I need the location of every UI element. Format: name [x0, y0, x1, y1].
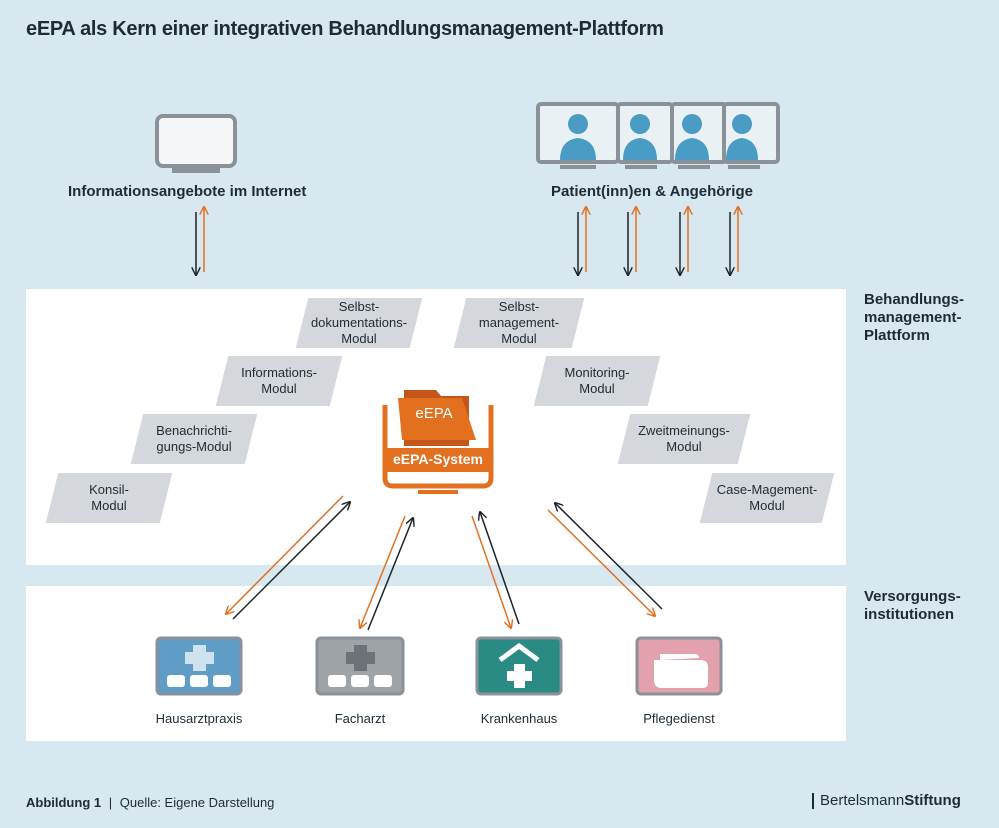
hospital-cross-icon: [315, 636, 405, 696]
figure-number: Abbildung 1: [26, 795, 102, 810]
arrow-icon: [471, 515, 511, 628]
eepa-system-label: eEPA-System: [392, 451, 483, 467]
institutions-side-label: Versorgungs- institutionen: [864, 588, 961, 623]
institution-krankenhaus-label: Krankenhaus: [480, 711, 558, 726]
module-monitoring: Monitoring-Modul: [533, 356, 661, 406]
module-selbstdokumentation: Selbst-dokumentations-Modul: [295, 298, 423, 348]
eepa-folder-label: eEPA: [415, 405, 453, 422]
brand-regular: Bertelsmann: [820, 792, 905, 809]
module-zweitmeinung: Zweitmeinungs-Modul: [617, 414, 751, 464]
arrow-icon: [226, 495, 344, 614]
arrow-icon: [360, 515, 406, 628]
module-information: Informations-Modul: [215, 356, 343, 406]
page-title: eEPA als Kern einer integrativen Behandl…: [26, 18, 664, 40]
eepa-folder-icon: [382, 390, 494, 494]
arrow-icon: [480, 512, 520, 625]
caption-separator: |: [108, 795, 113, 810]
institution-pflegedienst-label: Pflegedienst: [643, 711, 715, 726]
institution-facharzt-label: Facharzt: [334, 711, 386, 726]
brand-logo: BertelsmannStiftung: [812, 793, 961, 809]
institution-hausarzt-label: Hausarztpraxis: [155, 711, 243, 726]
brand-bold: Stiftung: [904, 792, 961, 809]
module-konsil: Konsil-Modul: [45, 473, 173, 523]
arrow-icon: [555, 503, 663, 610]
module-case-management: Case-Magement-Modul: [699, 473, 835, 523]
figure-caption: Abbildung 1 | Quelle: Eigene Darstellung: [26, 795, 274, 810]
patient-monitor-icon: [670, 102, 728, 169]
platform-side-label: Behandlungs- management- Plattform: [864, 291, 964, 344]
module-benachrichtigung: Benachrichti-gungs-Modul: [130, 414, 258, 464]
arrow-icon: [547, 509, 655, 616]
hospital-cross-icon: [155, 636, 243, 696]
patient-monitor-icon: [536, 102, 620, 169]
hand-icon: [635, 636, 723, 696]
figure-source: Quelle: Eigene Darstellung: [119, 795, 275, 810]
monitor-icon: [155, 114, 237, 173]
patient-monitor-icon: [616, 102, 674, 169]
patients-label: Patient(inn)en & Angehörige: [551, 183, 753, 200]
patient-monitor-icon: [722, 102, 780, 169]
internet-label: Informationsangebote im Internet: [68, 183, 307, 200]
hospital-cross-icon: [475, 636, 563, 696]
arrow-icon: [367, 518, 413, 631]
module-selbstmanagement: Selbst-management-Modul: [453, 298, 585, 348]
arrow-icon: [232, 502, 350, 620]
